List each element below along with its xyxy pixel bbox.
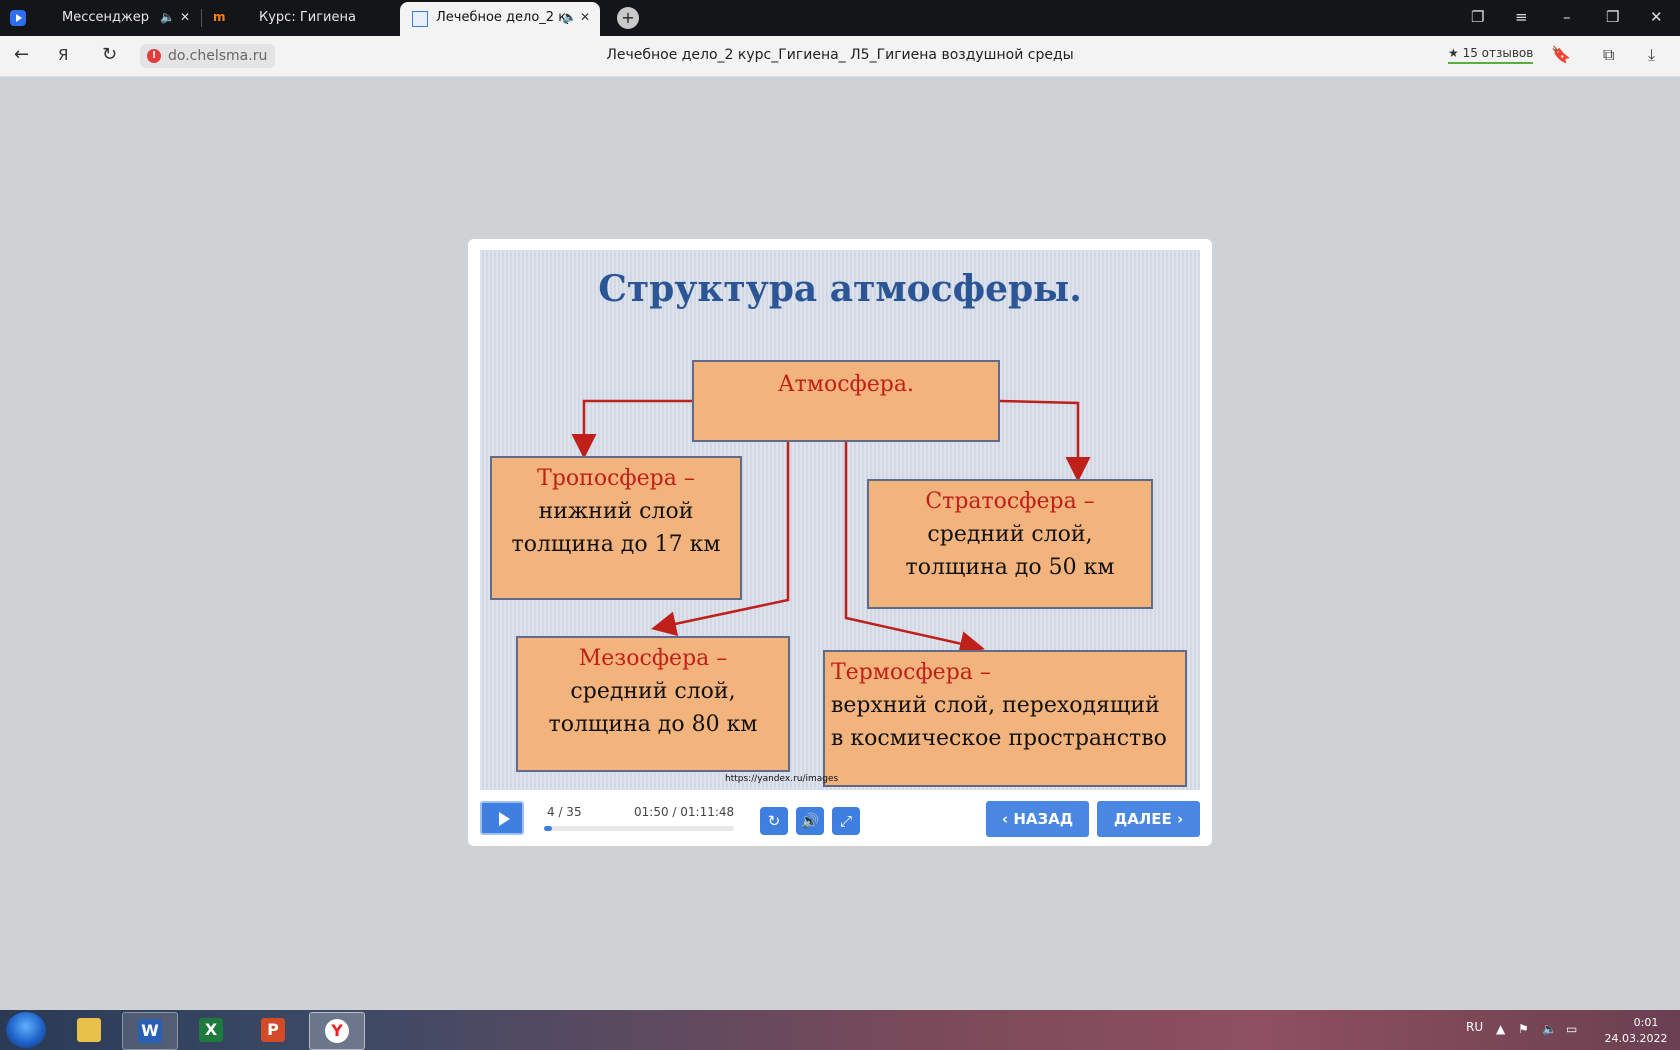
back-arrow-icon[interactable]: ←: [14, 44, 30, 65]
yandex-browser-logo-icon[interactable]: [10, 10, 26, 26]
tab-strip: Мессенджер 🔈 ✕ m Курс: Гигиена Лечебное …: [0, 0, 1680, 36]
address-field[interactable]: ! do.chelsma.ru: [140, 44, 276, 68]
box-thermosphere: Термосфера – верхний слой, переходящий в…: [823, 650, 1187, 787]
action-center-flag-icon[interactable]: ⚑: [1518, 1022, 1529, 1036]
page-favicon-icon: [412, 11, 428, 27]
tab-title: Мессенджер: [62, 10, 149, 25]
box-line: толщина до 50 км: [905, 555, 1115, 580]
tab-active-lecture[interactable]: Лечебное дело_2 курс 🔈 ✕: [400, 2, 600, 36]
replay-icon: ↻: [767, 812, 781, 830]
word-icon: W: [138, 1019, 162, 1043]
bookmark-icon[interactable]: 🔖: [1551, 45, 1571, 64]
tab-messenger[interactable]: Мессенджер 🔈 ✕: [42, 0, 200, 36]
progress-bar[interactable]: [544, 826, 734, 831]
box-heading: Мезосфера –: [578, 646, 728, 671]
close-tab-icon[interactable]: ✕: [580, 10, 591, 24]
navigation-bar: Лечебное дело_2 курс_Гигиена_ Л5_Гигиена…: [0, 36, 1680, 77]
tab-divider: [201, 9, 202, 27]
play-button[interactable]: [480, 801, 524, 835]
arrow-to-thermosphere: [844, 442, 985, 656]
restore-icon[interactable]: ❐: [1606, 8, 1620, 26]
tab-title: Лечебное дело_2 курс: [436, 10, 568, 25]
volume-icon[interactable]: 🔈: [1542, 1022, 1557, 1036]
next-button[interactable]: ДАЛЕЕ ›: [1097, 801, 1200, 837]
box-line: верхний слой, переходящий: [831, 693, 1160, 718]
image-credit: https://yandex.ru/images: [725, 774, 839, 784]
reviews-label: 15 отзывов: [1462, 46, 1534, 60]
folder-icon: [77, 1018, 101, 1042]
replay-button[interactable]: ↻: [760, 807, 788, 835]
box-atmosphere: Атмосфера.: [692, 360, 1000, 442]
taskbar-explorer[interactable]: [62, 1012, 116, 1048]
arrow-to-troposphere: [571, 399, 692, 459]
yandex-browser-icon: Y: [325, 1019, 349, 1043]
clock-date[interactable]: 24.03.2022: [1604, 1032, 1668, 1045]
arrow-to-mesosphere: [651, 442, 790, 637]
slide-counter: 4 / 35: [547, 805, 582, 819]
minimize-icon[interactable]: –: [1563, 8, 1571, 26]
clock-time[interactable]: 0:01: [1633, 1016, 1659, 1029]
presentation-player: Структура атмосферы. Атмосфера. Тропосфе…: [468, 239, 1212, 846]
moodle-icon: m: [213, 10, 226, 24]
taskbar-powerpoint[interactable]: P: [246, 1012, 300, 1048]
box-line: толщина до 17 км: [511, 532, 721, 557]
tray-expand-icon[interactable]: ▲: [1496, 1022, 1506, 1036]
reviews-badge[interactable]: ★ 15 отзывов: [1448, 46, 1534, 64]
speaker-icon[interactable]: 🔈: [160, 10, 175, 24]
box-line: толщина до 80 км: [548, 712, 758, 737]
slide-canvas: Структура атмосферы. Атмосфера. Тропосфе…: [480, 250, 1200, 790]
extensions-icon[interactable]: ⧉: [1603, 45, 1615, 64]
back-button[interactable]: ‹ НАЗАД: [986, 801, 1089, 837]
box-heading: Атмосфера.: [778, 372, 914, 397]
page-title: Лечебное дело_2 курс_Гигиена_ Л5_Гигиена…: [606, 47, 1074, 63]
box-line: нижний слой: [538, 499, 694, 524]
arrow-to-stratosphere: [999, 399, 1091, 482]
excel-icon: X: [199, 1018, 223, 1042]
reload-icon[interactable]: ↻: [102, 44, 118, 65]
new-tab-button[interactable]: +: [617, 7, 639, 29]
windows-taskbar: W X P Y RU ▲ ⚑ 🔈 ▭ 0:01 24.03.2022: [0, 1010, 1680, 1050]
network-icon[interactable]: ▭: [1566, 1022, 1578, 1036]
taskbar-yandex-browser[interactable]: Y: [309, 1012, 365, 1050]
box-line: средний слой,: [927, 522, 1093, 547]
url-text: do.chelsma.ru: [168, 48, 268, 64]
progress-fill: [544, 826, 552, 831]
time-display: 01:50 / 01:11:48: [634, 805, 735, 819]
volume-button[interactable]: 🔊: [796, 807, 824, 835]
taskbar-word[interactable]: W: [122, 1012, 178, 1050]
speaker-icon: 🔊: [800, 812, 820, 830]
taskbar-excel[interactable]: X: [184, 1012, 238, 1048]
start-button[interactable]: [6, 1012, 46, 1048]
box-mesosphere: Мезосфера – средний слой, толщина до 80 …: [516, 636, 790, 772]
box-stratosphere: Стратосфера – средний слой, толщина до 5…: [867, 479, 1153, 609]
chevron-left-icon: ‹: [1001, 810, 1009, 828]
box-troposphere: Тропосфера – нижний слой толщина до 17 к…: [490, 456, 742, 600]
expand-icon: ⤢: [839, 812, 852, 830]
box-line: в космическое пространство: [831, 726, 1167, 751]
menu-icon[interactable]: ≡: [1515, 8, 1528, 26]
yandex-home-icon[interactable]: Я: [58, 46, 69, 64]
box-heading: Тропосфера –: [537, 466, 695, 491]
security-warning-icon[interactable]: !: [147, 49, 161, 63]
close-tab-icon[interactable]: ✕: [180, 10, 191, 24]
speaker-icon[interactable]: 🔈: [562, 10, 577, 24]
box-heading: Термосфера –: [831, 660, 991, 685]
slide-title: Структура атмосферы.: [598, 268, 1082, 310]
powerpoint-icon: P: [261, 1018, 285, 1042]
language-indicator[interactable]: RU: [1466, 1020, 1484, 1034]
close-window-icon[interactable]: ✕: [1650, 8, 1663, 26]
next-label: ДАЛЕЕ: [1113, 810, 1172, 828]
box-heading: Стратосфера –: [925, 489, 1095, 514]
tab-title: Курс: Гигиена: [259, 10, 356, 25]
chevron-right-icon: ›: [1176, 810, 1184, 828]
box-line: средний слой,: [570, 679, 736, 704]
collections-icon[interactable]: ❐: [1471, 8, 1485, 26]
fullscreen-button[interactable]: ⤢: [832, 807, 860, 835]
back-label: НАЗАД: [1013, 810, 1074, 828]
diagram-arrows: [571, 399, 1091, 656]
tab-course-hygiene[interactable]: m Курс: Гигиена: [205, 0, 395, 36]
download-icon[interactable]: ⤓: [1648, 45, 1656, 64]
